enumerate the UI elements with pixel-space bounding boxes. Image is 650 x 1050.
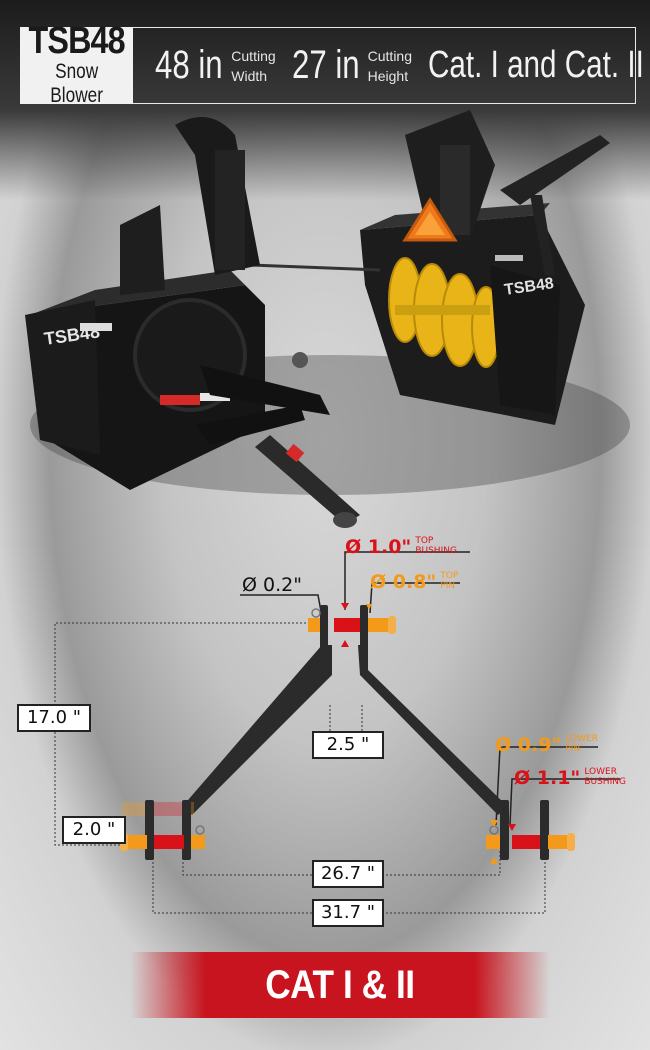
- lower-left-pin-assembly: [120, 800, 205, 860]
- lower-right-pin-assembly: [486, 800, 575, 864]
- category-banner-label: CAT I & II: [265, 962, 415, 1007]
- rear-snow-blower: TSB48: [249, 110, 610, 425]
- outer-width-dimension: 31.7 ": [312, 899, 384, 927]
- height-dimension: 17.0 ": [17, 704, 91, 732]
- snow-blower-illustration: TSB48 TSB48: [25, 110, 630, 528]
- spec-category: Cat. I and Cat. II: [428, 44, 650, 87]
- category-value: Cat. I and Cat. II: [428, 44, 644, 86]
- three-point-hitch-diagram: [54, 551, 620, 914]
- dimension-lines: [54, 622, 546, 914]
- model-badge: TSB48 Snow Blower: [20, 22, 134, 107]
- product-name: Snow Blower: [50, 60, 103, 107]
- clip-callout: Ø 0.2": [242, 574, 302, 596]
- rear-logo: TSB48: [503, 275, 555, 299]
- hitch-frame: [182, 645, 508, 815]
- inner-width-dimension: 26.7 ": [312, 860, 384, 888]
- spec-cutting-height: 27 in Cutting Height: [292, 43, 412, 88]
- front-snow-blower: TSB48: [25, 117, 360, 528]
- spec-cutting-width: 48 in Cutting Width: [155, 43, 275, 88]
- lower-pin-offset-dimension: 2.0 ": [62, 816, 126, 844]
- cutting-width-value: 48 in: [155, 43, 223, 87]
- top-pin-assembly: [308, 603, 396, 650]
- top-gap-dimension: 2.5 ": [312, 731, 384, 759]
- cutting-height-label: Cutting Height: [367, 47, 412, 84]
- category-banner: CAT I & II: [130, 952, 550, 1018]
- cutting-width-label: Cutting Width: [231, 47, 276, 84]
- model-name: TSB48: [28, 20, 125, 62]
- spec-header: TSB48 Snow Blower 48 in Cutting Width 27…: [20, 22, 644, 107]
- cutting-height-value: 27 in: [291, 43, 360, 87]
